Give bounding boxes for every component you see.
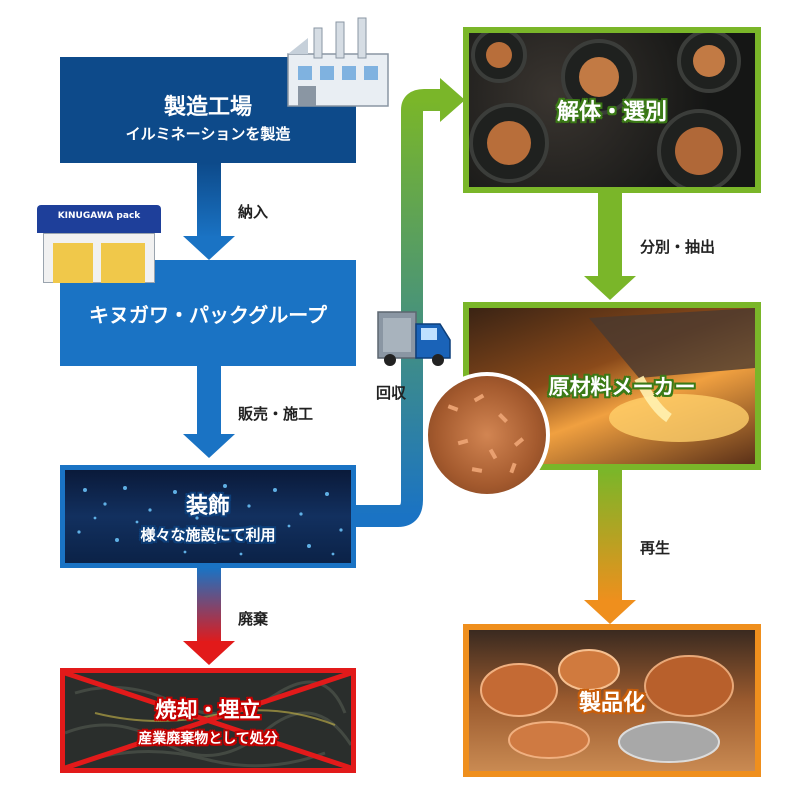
label-sort: 分別・抽出 [640,238,716,256]
disposal-title: 焼却・埋立 [155,697,261,722]
label-collect: 回収 [376,384,407,402]
factory-icon [287,17,389,107]
cable-cross-section-image [469,33,741,187]
kinugawa-title: キヌガワ・パックグループ [89,302,327,327]
factory-title: 製造工場 [163,94,252,120]
dismantle-node: 解体・選別 [463,27,761,193]
decoration-subtitle: 様々な施設にて利用 [140,526,276,544]
arrow-sales [183,366,235,458]
kinugawa-sign: KINUGAWA pack [57,211,141,221]
dismantle-title: 解体・選別 [556,100,667,125]
disposal-subtitle: 産業廃棄物として処分 [138,730,278,747]
molten-metal-image [589,308,755,442]
factory-subtitle: イルミネーションを製造 [125,124,291,143]
arrow-delivery [183,163,235,260]
copper-pellets-texture [447,393,525,474]
arrow-regen [584,470,636,624]
arrow-waste [183,568,235,665]
label-sales: 販売・施工 [238,405,314,423]
decoration-node: 装飾 様々な施設にて利用 [60,465,356,568]
label-delivery: 納入 [238,203,269,221]
product-node: 製品化 [463,624,761,777]
copper-pellets-image [424,372,550,498]
label-regen: 再生 [640,539,671,557]
arrow-sort [584,193,636,300]
disposal-node: 焼却・埋立 産業廃棄物として処分 [60,668,356,773]
label-waste: 廃棄 [238,610,269,628]
kinugawa-building-icon: KINUGAWA pack [37,205,161,283]
arrow-collect [356,78,465,527]
material-title: 原材料メーカー [548,375,696,399]
product-title: 製品化 [578,690,645,716]
decoration-title: 装飾 [185,494,230,519]
disposal-cross-mark [65,673,351,768]
truck-icon [377,311,451,366]
illumination-lights-image [77,484,343,556]
copper-products-image [480,649,734,763]
